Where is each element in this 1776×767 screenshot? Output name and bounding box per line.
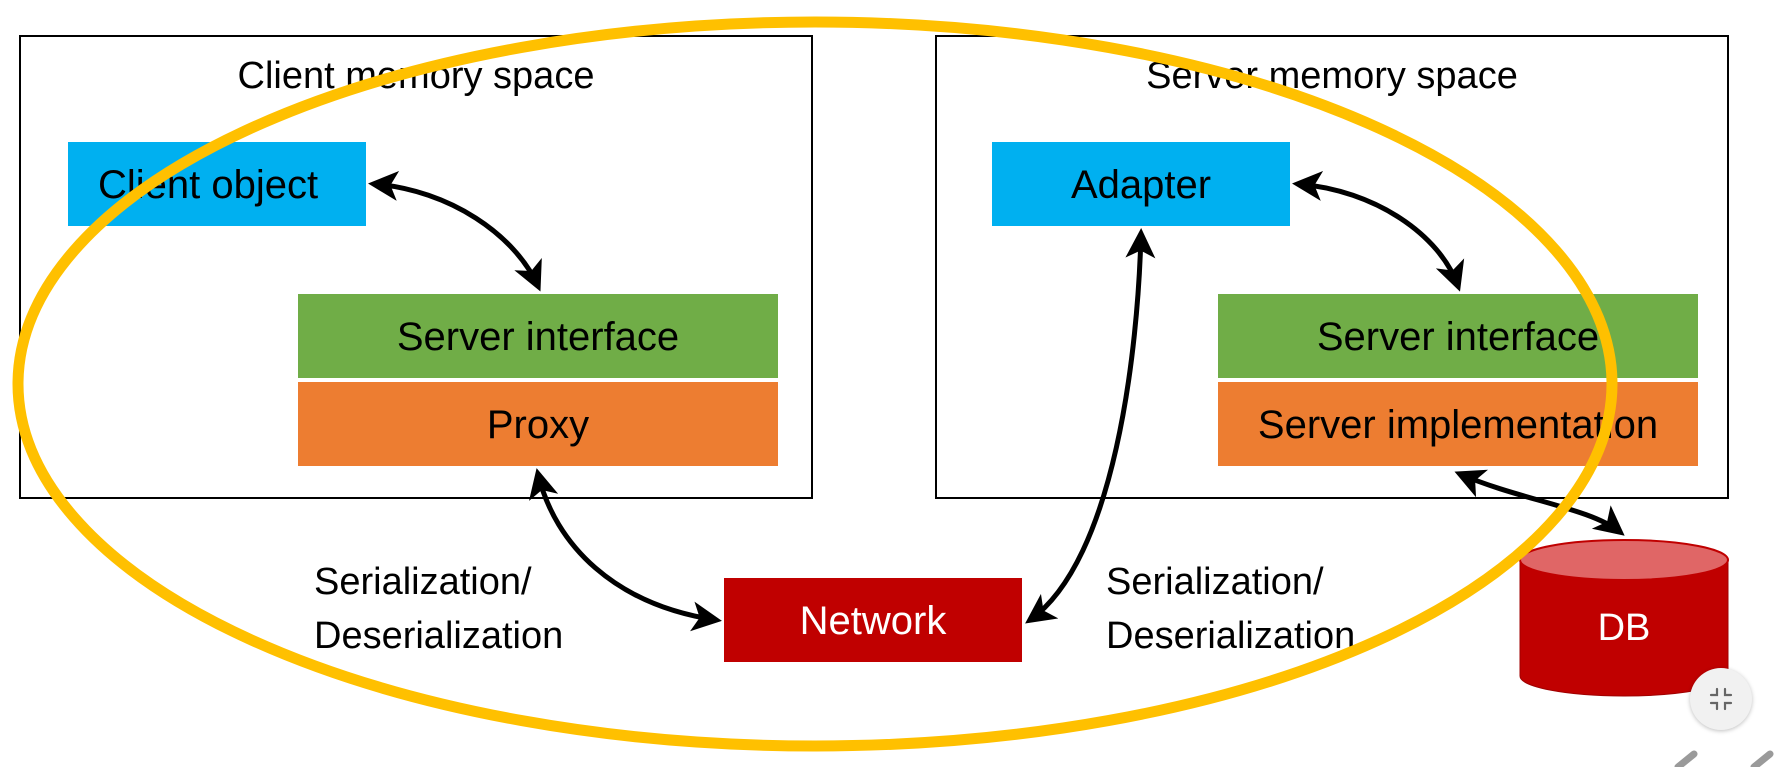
- server-memory-space: Server memory space Adapter Server inter…: [935, 35, 1729, 499]
- server-implementation-label: Server implementation: [1258, 403, 1658, 447]
- arrow-adapter-to-interface: [1292, 170, 1465, 292]
- proxy-label: Proxy: [487, 403, 589, 447]
- arrow-implementation-to-db: [1454, 469, 1625, 536]
- exit-fullscreen-button[interactable]: [1690, 668, 1752, 730]
- server-server-interface-box: [1218, 294, 1698, 378]
- server-memory-space-title: Server memory space: [1146, 55, 1518, 97]
- serialization-label-right-line1: Serialization/: [1106, 561, 1324, 603]
- db-label: DB: [1598, 607, 1651, 649]
- db-cylinder: DB: [1519, 539, 1729, 697]
- adapter-box: [992, 142, 1290, 226]
- server-memory-space-box: [935, 35, 1729, 499]
- client-server-interface-label: Server interface: [397, 315, 679, 359]
- highlight-ellipse: [12, 16, 1618, 752]
- slide-nav-chevrons: [1674, 750, 1774, 767]
- arrow-network-to-adapter: [1025, 228, 1156, 624]
- server-implementation-box: [1218, 382, 1698, 466]
- serialization-label-left-line2: Deserialization: [314, 615, 563, 657]
- network-label: Network: [800, 599, 948, 643]
- chevron-left-icon[interactable]: [1674, 750, 1698, 767]
- server-server-interface-label: Server interface: [1317, 315, 1599, 359]
- collapse-arrows-icon: [1709, 687, 1733, 711]
- arrow-proxy-to-network: [529, 468, 722, 632]
- client-server-interface-box: [298, 294, 778, 378]
- chevron-right-icon[interactable]: [1750, 750, 1774, 767]
- serialization-label-left-line1: Serialization/: [314, 561, 532, 603]
- client-memory-space-box: [19, 35, 813, 499]
- proxy-box: [298, 382, 778, 466]
- adapter-label: Adapter: [1071, 163, 1211, 207]
- client-memory-space: Client memory space Client object Server…: [19, 35, 813, 499]
- db-top: [1519, 539, 1729, 581]
- network-box: [724, 578, 1022, 662]
- serialization-label-right-line2: Deserialization: [1106, 615, 1355, 657]
- connector-arrows: [368, 170, 1625, 632]
- arrow-client-object-to-interface: [368, 170, 542, 292]
